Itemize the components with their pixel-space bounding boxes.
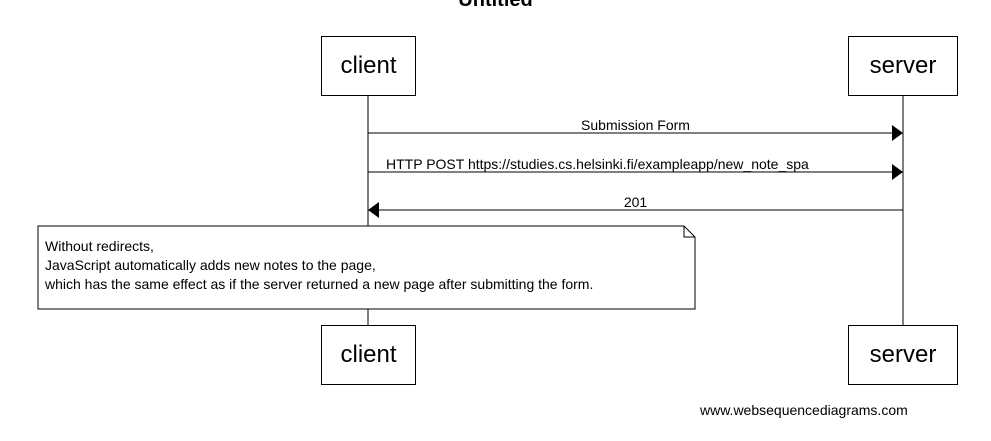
participant-server-bottom: server xyxy=(848,325,958,385)
message-label: 201 xyxy=(623,194,648,210)
note-line: Without redirects, xyxy=(45,238,154,254)
message-arrow-http-post xyxy=(368,164,903,180)
message-arrow-submission-form xyxy=(368,125,903,141)
participant-client-bottom: client xyxy=(321,325,416,385)
watermark-text: www.websequencediagrams.com xyxy=(700,402,908,418)
note-box xyxy=(37,225,696,310)
message-label: HTTP POST https://studies.cs.helsinki.fi… xyxy=(386,156,809,172)
diagram-title: Untitled xyxy=(458,0,533,11)
participant-client-top: client xyxy=(321,36,416,96)
participant-server-top: server xyxy=(848,36,958,96)
participant-label: client xyxy=(340,52,397,79)
message-arrow-201 xyxy=(368,202,903,218)
participant-label: client xyxy=(340,341,397,368)
participant-label: server xyxy=(869,52,937,79)
note-line: JavaScript automatically adds new notes … xyxy=(45,257,376,273)
note-line: which has the same effect as if the serv… xyxy=(45,276,594,292)
message-label: Submission Form xyxy=(581,117,690,133)
participant-label: server xyxy=(869,341,937,368)
